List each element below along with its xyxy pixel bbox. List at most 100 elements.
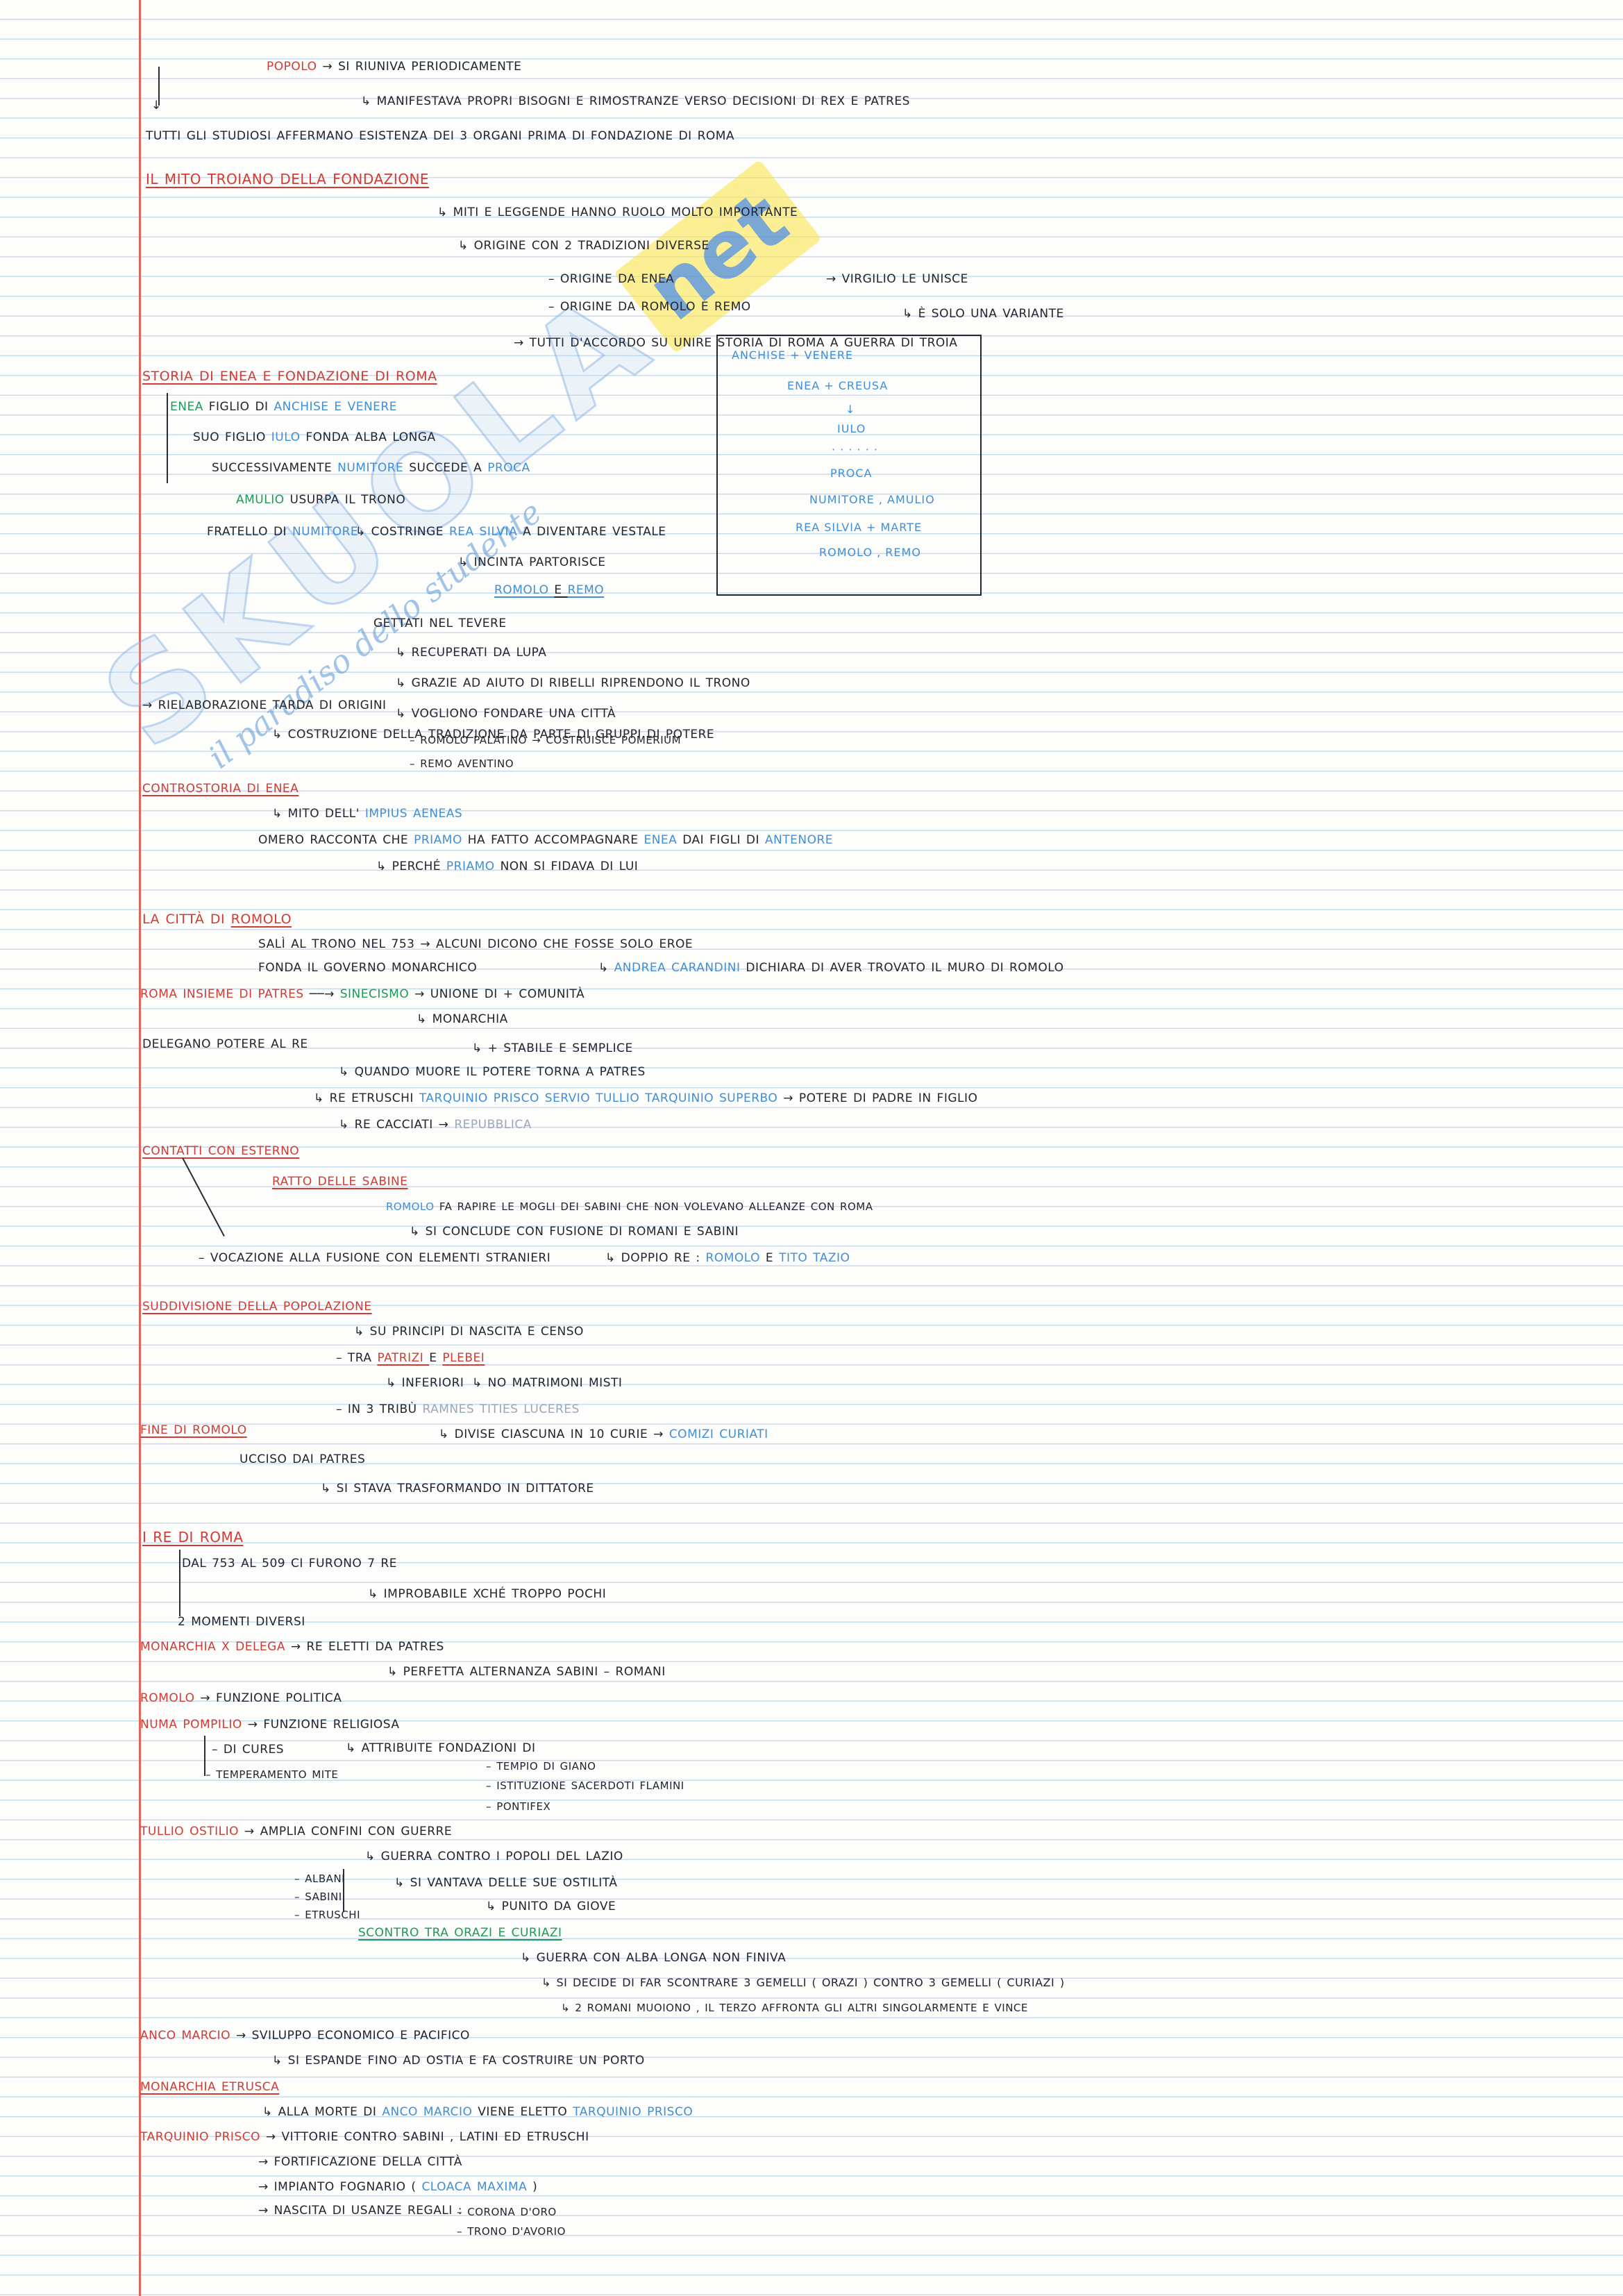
note-line: ↓ (151, 97, 162, 114)
note-line: ↳ 2 ROMANI MUOIONO , IL TERZO AFFRONTA G… (561, 2000, 1028, 2016)
note-text: ↳ RE ETRUSCHI (314, 1091, 419, 1105)
note-line: – PONTIFEX (486, 1798, 550, 1815)
note-text: ROMOLO (705, 1251, 766, 1265)
note-text: – PONTIFEX (486, 1800, 551, 1813)
note-text: FA RAPIRE LE MOGLI DEI SABINI CHE NON VO… (439, 1200, 873, 1213)
note-text: ANCHISE E VENERE (274, 400, 397, 414)
note-line: ↳ RE ETRUSCHI TARQUINIO PRISCO SERVIO TU… (314, 1090, 977, 1107)
note-line: TULLIO OSTILIO → AMPLIA CONFINI CON GUER… (140, 1823, 452, 1840)
note-text: USURPA IL TRONO (289, 493, 406, 507)
note-line: – ORIGINE DA ROMOLO E REMO (548, 299, 751, 315)
note-line: ↳ ATTRIBUITE FONDAZIONI DI (346, 1740, 535, 1757)
note-text: RATTO DELLE SABINE (272, 1175, 408, 1189)
note-line: ENEA FIGLIO DI ANCHISE E VENERE (170, 399, 397, 415)
note-line: ↳ DIVISE CIASCUNA IN 10 CURIE → COMIZI C… (439, 1426, 768, 1443)
note-text: ↳ (598, 961, 614, 975)
note-text: IMPIUS AENEAS (364, 807, 463, 821)
note-text: → VITTORIE CONTRO SABINI , LATINI ED ETR… (265, 2130, 589, 2144)
note-text: ↳ 2 ROMANI MUOIONO , IL TERZO AFFRONTA G… (561, 2002, 1028, 2014)
note-text: – ISTITUZIONE SACERDOTI FLAMINI (486, 1779, 684, 1792)
note-text: ↳ SI CONCLUDE CON FUSIONE DI ROMANI E SA… (410, 1225, 739, 1239)
note-text: – ETRUSCHI (294, 1909, 361, 1921)
note-text: FIGLIO DI (208, 400, 274, 414)
note-text: CONTATTI CON ESTERNO (142, 1144, 300, 1158)
note-line: SCONTRO TRA ORAZI E CURIAZI (358, 1925, 562, 1941)
note-text: → FUNZIONE RELIGIOSA (247, 1718, 400, 1732)
note-line: ↳ RECUPERATI DA LUPA (396, 644, 546, 661)
note-line: ROMOLO → FUNZIONE POLITICA (140, 1690, 342, 1707)
note-line: ↳ MONARCHIA (417, 1011, 508, 1028)
note-line: AMULIO USURPA IL TRONO (236, 492, 405, 508)
note-text: ↳ MANIFESTAVA PROPRI BISOGNI E RIMOSTRAN… (361, 94, 910, 108)
note-text: ↳ INCINTA PARTORISCE (458, 555, 606, 569)
note-text: UCCISO DAI PATRES (239, 1452, 366, 1466)
note-text: ENEA (644, 833, 683, 847)
note-text: SUDDIVISIONE DELLA POPOLAZIONE (142, 1300, 372, 1314)
note-text: PRIAMO (414, 833, 468, 847)
note-text: MONARCHIA ETRUSCA (140, 2080, 280, 2094)
note-text: NON SI FIDAVA DI LUI (500, 860, 639, 873)
note-text: TARQUINIO PRISCO (140, 2130, 266, 2144)
note-text: I RE DI ROMA (142, 1529, 244, 1545)
note-line: ↳ INCINTA PARTORISCE (458, 554, 605, 571)
note-text: NUMA POMPILIO (140, 1718, 248, 1732)
note-text: DELEGANO POTERE AL RE (142, 1037, 308, 1051)
connector-stroke (182, 1157, 225, 1237)
note-text: SINECISMO (339, 987, 415, 1001)
note-text: NUMITORE (337, 461, 410, 475)
note-text: – ALBANI (294, 1872, 346, 1885)
note-text: FINE DI ROMOLO (140, 1423, 247, 1437)
note-line: – ISTITUZIONE SACERDOTI FLAMINI (486, 1777, 684, 1794)
note-text: CONTROSTORIA DI ENEA (142, 782, 299, 796)
note-text: ↳ + STABILE E SEMPLICE (472, 1041, 633, 1055)
tree-line: REA SILVIA + MARTE (796, 521, 923, 534)
note-line: ROMOLO E REMO (494, 582, 604, 598)
note-line: ↳ SI CONCLUDE CON FUSIONE DI ROMANI E SA… (410, 1223, 739, 1240)
note-line: ROMOLO FA RAPIRE LE MOGLI DEI SABINI CHE… (386, 1198, 873, 1215)
tree-line: IULO (837, 422, 866, 435)
note-text: ↳ SI VANTAVA DELLE SUE OSTILITÀ (394, 1876, 618, 1890)
note-line: ↳ SI DECIDE DI FAR SCONTRARE 3 GEMELLI (… (541, 1975, 1065, 1991)
note-line: ↳ VOGLIONO FONDARE UNA CITTÀ (396, 705, 616, 722)
note-text: ) (527, 2180, 538, 2194)
note-text: NUMITORE (292, 525, 359, 539)
note-text: – IN 3 TRIBÙ (336, 1402, 423, 1416)
note-text: DAL 753 AL 509 CI FURONO 7 RE (182, 1557, 397, 1570)
section-heading: MONARCHIA ETRUSCA (140, 2079, 279, 2095)
note-line: ↳ IMPROBABILE XCHÉ TROPPO POCHI (368, 1586, 606, 1602)
note-line: – SABINI (294, 1888, 342, 1905)
tree-line: ANCHISE + VENERE (732, 349, 854, 362)
note-text: SCONTRO TRA ORAZI E CURIAZI (358, 1926, 562, 1940)
section-heading: CONTATTI CON ESTERNO (142, 1143, 299, 1159)
note-text: SUCCESSIVAMENTE (212, 461, 338, 475)
note-line: – ALBANI (294, 1870, 345, 1887)
note-line: MONARCHIA X DELEGA → RE ELETTI DA PATRES (140, 1639, 444, 1655)
connector-stroke (179, 1550, 180, 1616)
note-line: ↳ PUNITO DA GIOVE (486, 1898, 616, 1915)
note-line: 2 MOMENTI DIVERSI (178, 1614, 305, 1630)
note-text: ANTENORE (764, 833, 834, 847)
tree-line: ROMOLO , REMO (819, 546, 921, 559)
note-line: SALÌ AL TRONO NEL 753 → ALCUNI DICONO CH… (258, 936, 693, 953)
note-text: ↳ PERCHÉ (376, 860, 446, 873)
note-text: ↳ COSTRINGE (355, 525, 449, 539)
note-line: → TUTTI D'ACCORDO SU UNIRE STORIA DI ROM… (514, 335, 957, 351)
note-text: → RIELABORAZIONE TARDA DI ORIGINI (142, 698, 387, 712)
note-line: → VIRGILIO LE UNISCE (826, 271, 968, 287)
note-text: IL MITO TROIANO DELLA FONDAZIONE (146, 171, 430, 187)
note-text: – TRA (336, 1351, 378, 1365)
note-text: ROMOLO (494, 583, 555, 597)
note-text: DICHIARA DI AVER TROVATO IL MURO DI ROMO… (746, 961, 1064, 975)
note-line: DAL 753 AL 509 CI FURONO 7 RE (182, 1555, 397, 1572)
note-text: ↓ (151, 99, 162, 112)
note-line: – VOCAZIONE ALLA FUSIONE CON ELEMENTI ST… (199, 1250, 550, 1266)
note-text: ↳ ORIGINE CON 2 TRADIZIONI DIVERSE (458, 239, 709, 253)
note-text: TULLIO OSTILIO (140, 1825, 244, 1838)
note-text: ↳ MONARCHIA (417, 1012, 508, 1026)
note-text: E (554, 583, 568, 597)
note-text: FONDA ALBA LONGA (305, 430, 436, 444)
note-text: ↳ DIVISE CIASCUNA IN 10 CURIE → (439, 1427, 669, 1441)
note-text: ↳ QUANDO MUORE IL POTERE TORNA A PATRES (339, 1065, 646, 1079)
note-text: E (429, 1351, 443, 1365)
